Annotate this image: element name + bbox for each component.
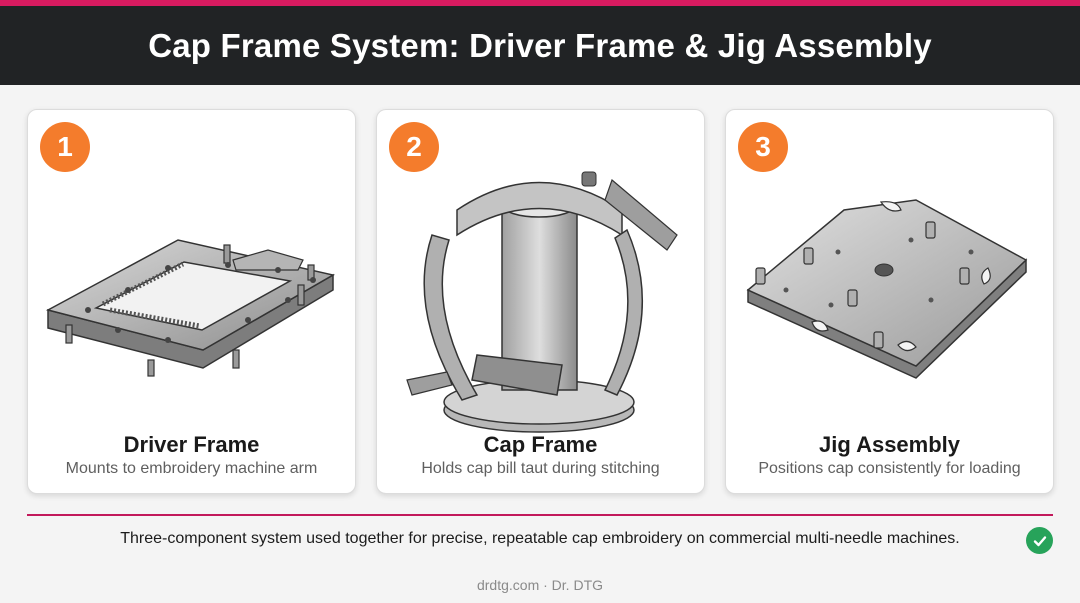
card-cap-frame: 2 Cap Frame Holds cap bill taut during s… <box>376 109 705 494</box>
page-title: Cap Frame System: Driver Frame & Jig Ass… <box>148 26 932 64</box>
cap-frame-illustration <box>406 171 678 433</box>
summary-note: Three-component system used together for… <box>120 530 960 547</box>
step-number-badge: 1 <box>40 122 90 172</box>
check-circle-icon <box>1026 527 1053 554</box>
driver-frame-illustration <box>45 239 336 377</box>
card-jig-assembly: 3 Jig Assembly Positions cap consistentl… <box>725 109 1054 494</box>
site-credit: drdtg.com · Dr. DTG <box>476 577 604 593</box>
step-number-badge: 2 <box>389 122 439 172</box>
card-title: Driver Frame <box>123 432 260 457</box>
checkmark-icon <box>1033 535 1046 546</box>
card-subtitle: Positions cap consistently for loading <box>758 460 1021 477</box>
step-number-badge: 3 <box>738 122 788 172</box>
footer-divider <box>27 514 1053 516</box>
header-banner: Cap Frame System: Driver Frame & Jig Ass… <box>0 6 1080 85</box>
jig-assembly-illustration <box>746 199 1028 379</box>
card-subtitle: Mounts to embroidery machine arm <box>65 460 318 477</box>
card-title: Cap Frame <box>483 432 598 457</box>
accent-bar <box>0 0 1080 6</box>
card-title: Jig Assembly <box>818 432 961 457</box>
card-subtitle: Holds cap bill taut during stitching <box>421 460 660 477</box>
card-driver-frame: 1 Driver Frame Mounts to embroidery mach… <box>27 109 356 494</box>
